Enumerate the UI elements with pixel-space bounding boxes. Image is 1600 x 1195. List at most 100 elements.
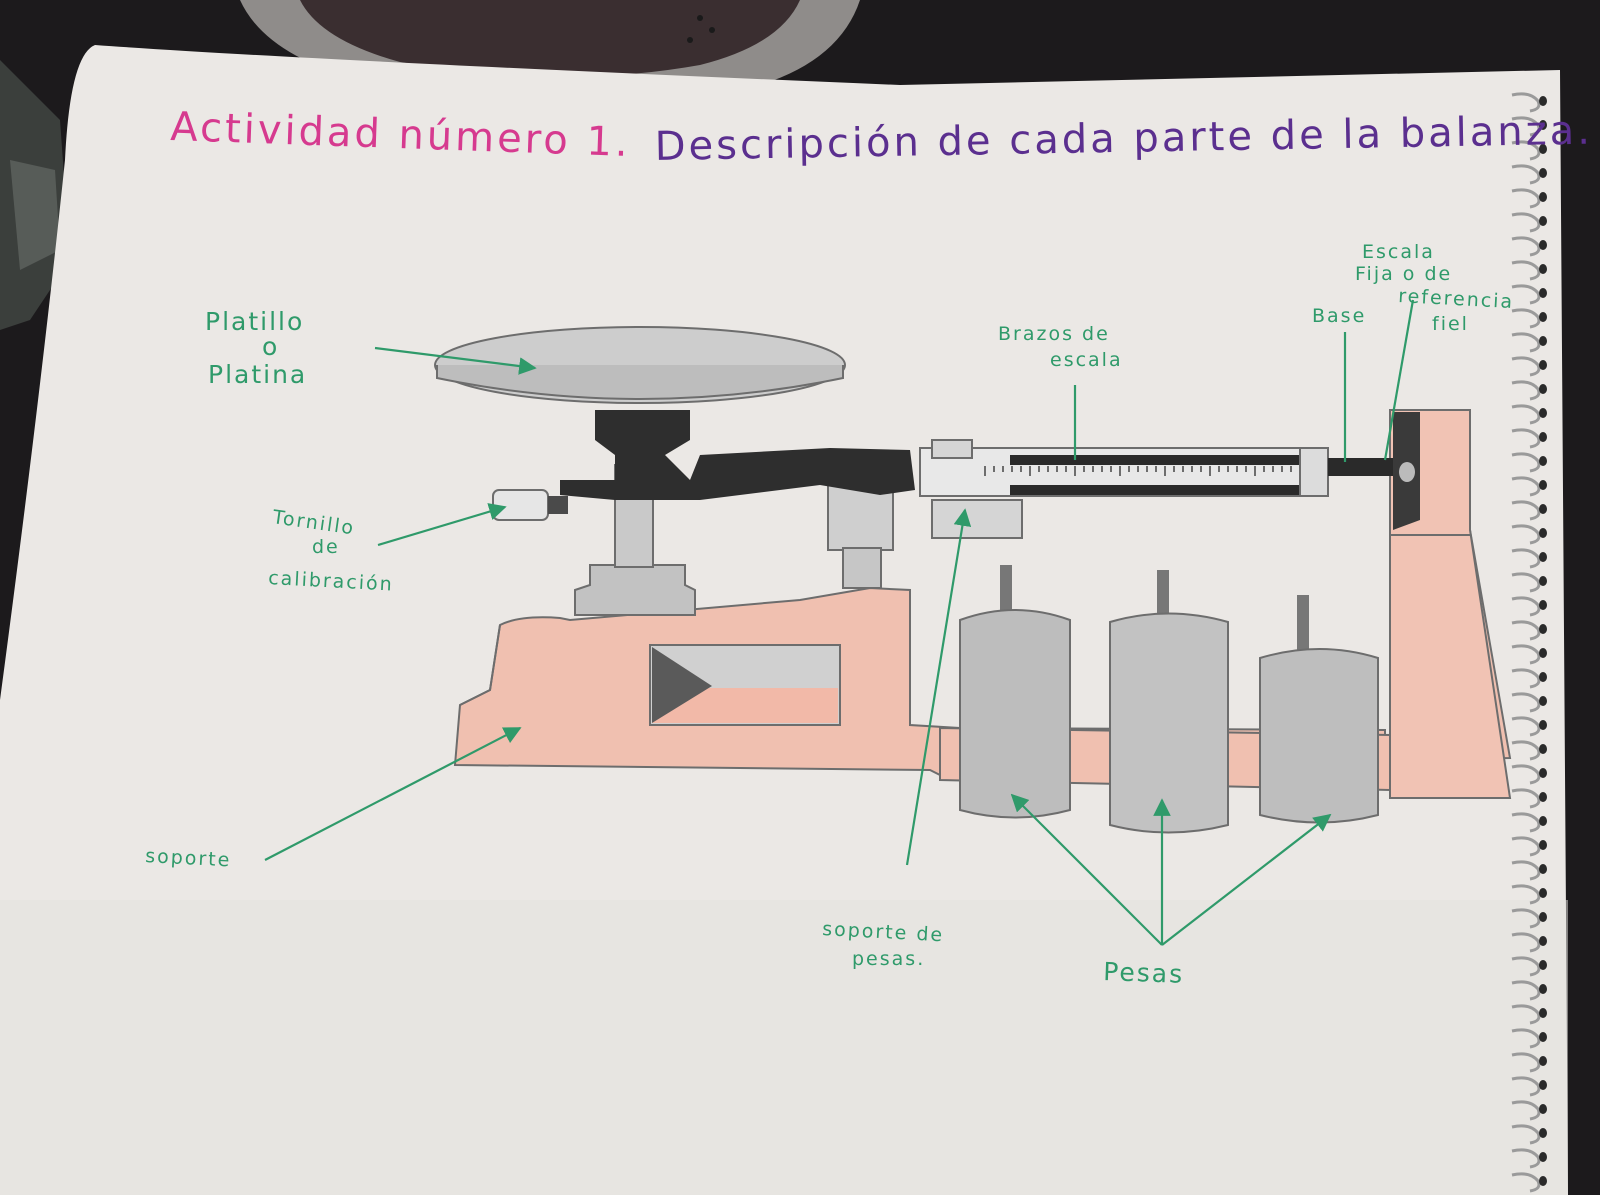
spiral-hole — [1539, 1152, 1547, 1162]
spiral-hole — [1539, 912, 1547, 922]
spiral-hole — [1539, 648, 1547, 658]
spiral-hole — [1539, 480, 1547, 490]
spiral-ring — [1511, 452, 1541, 473]
spiral-ring — [1511, 1124, 1541, 1145]
spiral-hole — [1539, 264, 1547, 274]
spiral-hole — [1539, 1008, 1547, 1018]
spiral-hole — [1539, 936, 1547, 946]
spiral-hole — [1539, 432, 1547, 442]
spiral-hole — [1539, 504, 1547, 514]
label-tornillo-line2: de — [312, 536, 340, 558]
spiral-ring — [1511, 1028, 1541, 1049]
label-soporte: soporte — [145, 845, 232, 871]
spiral-ring — [1511, 284, 1541, 305]
spiral-ring — [1511, 1076, 1541, 1097]
spiral-ring — [1511, 1100, 1541, 1121]
spiral-hole — [1539, 552, 1547, 562]
spiral-ring — [1511, 164, 1541, 185]
spiral-ring — [1511, 332, 1541, 353]
spiral-ring — [1511, 476, 1541, 497]
spiral-hole — [1539, 816, 1547, 826]
background-glass — [0, 60, 70, 330]
spiral-hole — [1539, 720, 1547, 730]
label-brazos: Brazos de escala — [998, 323, 1123, 371]
scale-arm-top — [1010, 455, 1310, 465]
beam-pointer — [1328, 458, 1393, 476]
arrow-pesas-3 — [1161, 813, 1332, 946]
spiral-ring — [1511, 140, 1541, 161]
spiral-ring — [1511, 980, 1541, 1001]
spiral-hole — [1539, 888, 1547, 898]
label-escala-fija-line4: fiel — [1432, 313, 1469, 335]
spiral-ring — [1511, 116, 1541, 137]
spiral-ring — [1511, 836, 1541, 857]
label-base: Base — [1312, 305, 1366, 327]
pan-support-base — [574, 564, 696, 616]
arrow-soporte-pesas — [905, 508, 972, 866]
spiral-hole — [1539, 1080, 1547, 1090]
spiral-ring — [1511, 188, 1541, 209]
rider-lower — [931, 499, 1023, 539]
spiral-ring — [1511, 92, 1541, 113]
weight-3 — [1259, 595, 1379, 824]
label-platillo-line2: o — [262, 332, 279, 361]
arrow-platillo — [374, 346, 537, 375]
spiral-ring — [1511, 692, 1541, 713]
scale-ticks — [984, 466, 1301, 476]
spiral-hole — [1539, 456, 1547, 466]
rider-top — [931, 439, 973, 459]
spiral-ring — [1511, 500, 1541, 521]
spiral-ring — [1511, 428, 1541, 449]
label-brazos-line2: escala — [1050, 349, 1123, 371]
spiral-hole — [1539, 144, 1547, 154]
spiral-hole — [1539, 792, 1547, 802]
label-pesas: Pesas — [1103, 957, 1185, 989]
spiral-ring — [1511, 524, 1541, 545]
label-platillo: Platillo o Platina — [205, 307, 307, 389]
spiral-ring — [1511, 908, 1541, 929]
spiral-ring — [1511, 572, 1541, 593]
spiral-hole — [1539, 240, 1547, 250]
calibration-screw — [492, 489, 549, 521]
spiral-ring — [1511, 308, 1541, 329]
spiral-ring — [1511, 740, 1541, 761]
spiral-ring — [1511, 716, 1541, 737]
spiral-ring — [1511, 788, 1541, 809]
annotation-arrows — [264, 299, 1415, 946]
spiral-hole — [1539, 1176, 1547, 1186]
spiral-hole — [1539, 624, 1547, 634]
spiral-ring — [1511, 596, 1541, 617]
spiral-ring — [1511, 1004, 1541, 1025]
pan-rim — [436, 365, 844, 400]
spiral-hole — [1539, 672, 1547, 682]
spiral-ring — [1511, 548, 1541, 569]
spiral-ring — [1511, 1052, 1541, 1073]
spiral-hole — [1539, 744, 1547, 754]
spiral-hole — [1539, 408, 1547, 418]
label-platillo-line1: Platillo — [205, 307, 304, 336]
spiral-hole — [1539, 600, 1547, 610]
label-platillo-line3: Platina — [208, 360, 307, 389]
spiral-hole — [1539, 840, 1547, 850]
spiral-hole — [1539, 384, 1547, 394]
reference-scale-mark — [1399, 462, 1415, 482]
spiral-hole — [1539, 1056, 1547, 1066]
spiral-binding — [1511, 92, 1547, 1193]
label-brazos-line1: Brazos de — [998, 323, 1110, 345]
spiral-ring — [1511, 380, 1541, 401]
spiral-ring — [1511, 644, 1541, 665]
spiral-ring — [1511, 812, 1541, 833]
spiral-hole — [1539, 1032, 1547, 1042]
spiral-hole — [1539, 984, 1547, 994]
spiral-ring — [1511, 668, 1541, 689]
spiral-ring — [1511, 1172, 1541, 1193]
spiral-hole — [1539, 696, 1547, 706]
calibration-screw-shaft — [548, 496, 568, 514]
spiral-ring — [1511, 212, 1541, 233]
scale-arm-bottom — [1010, 485, 1310, 495]
arrow-pesas-1 — [1010, 793, 1163, 946]
spiral-ring — [1511, 356, 1541, 377]
beam-end-cap — [1299, 447, 1329, 497]
spiral-ring — [1511, 884, 1541, 905]
